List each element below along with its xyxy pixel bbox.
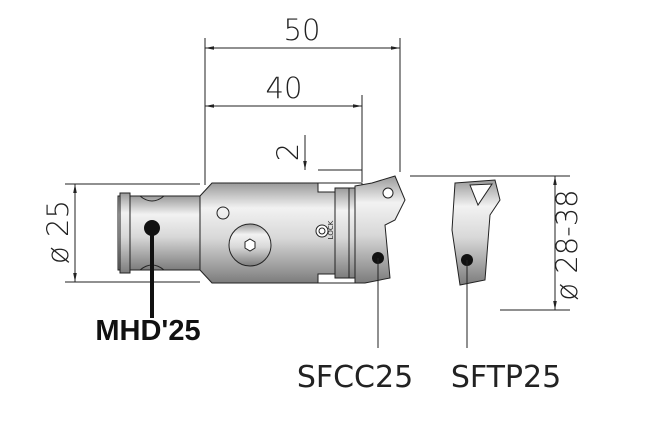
dim-25-label: ø 25 — [41, 200, 75, 264]
sftp25-label: SFTP25 — [451, 360, 561, 395]
dim-40-label: 40 — [266, 71, 303, 105]
dimension-diameter-25: ø 25 — [41, 184, 77, 282]
adjustment-dial-icon — [228, 223, 272, 267]
lock-marking: LOCK — [327, 220, 335, 239]
adapter-shank — [117, 192, 203, 274]
boring-head-body: LOCK — [199, 182, 363, 284]
dim-2-label: 2 — [271, 143, 305, 161]
sfcc25-label: SFCC25 — [297, 360, 413, 395]
extension-lines — [65, 38, 570, 311]
dimension-diameter-28-38: ø 28-38 — [550, 176, 584, 310]
mhd25-label: MHD'25 — [95, 315, 200, 347]
dimension-40: 40 — [205, 71, 362, 108]
dimension-50: 50 — [205, 13, 400, 50]
insert-holder-sftp25 — [451, 179, 501, 286]
dim-50-label: 50 — [284, 13, 321, 47]
insert-holder-sfcc25 — [354, 175, 406, 284]
dim-28-38-label: ø 28-38 — [550, 189, 584, 300]
